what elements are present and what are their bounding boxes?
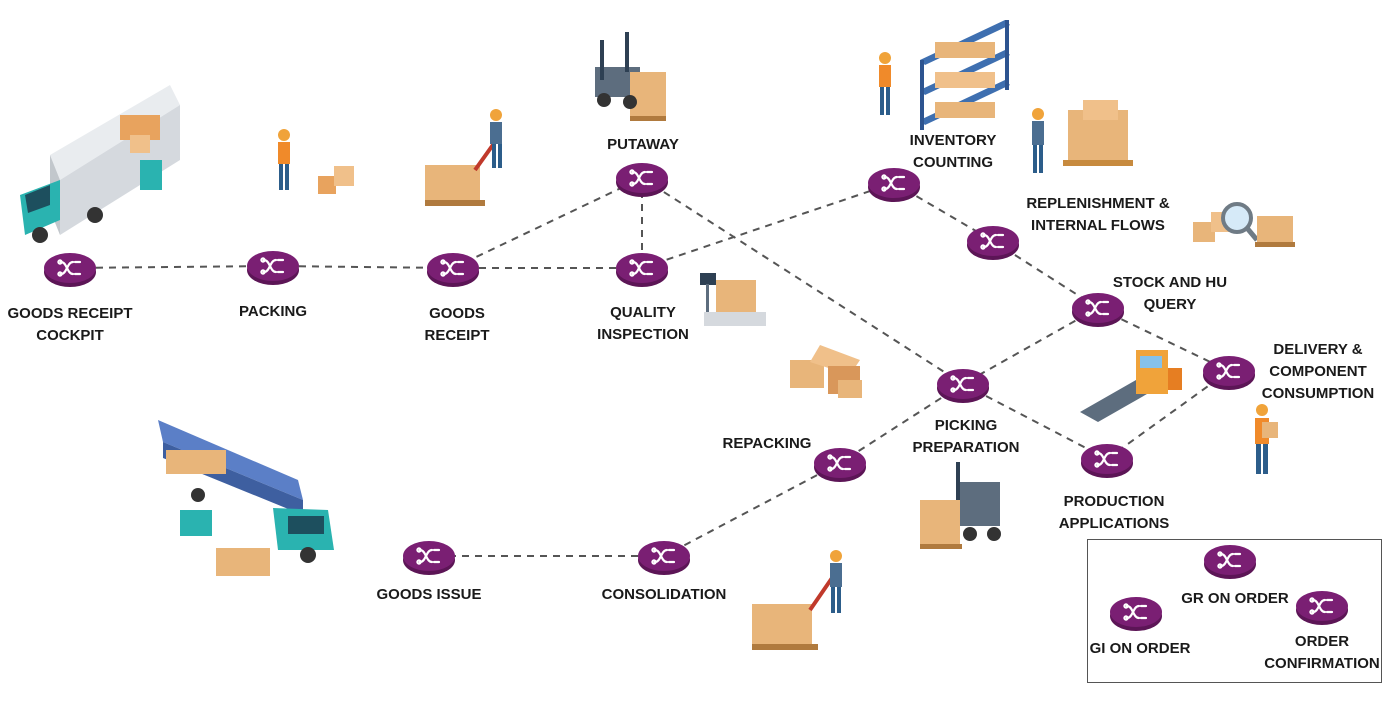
label-putaway: PUTAWAY — [607, 136, 679, 153]
node-goods-receipt-cockpit[interactable] — [42, 251, 98, 289]
forklift-illustration — [595, 32, 666, 121]
label-goods-issue: GOODS ISSUE — [376, 586, 482, 603]
node-picking-preparation[interactable] — [935, 367, 991, 405]
legend-label-gr-on-order: GR ON ORDER — [1181, 590, 1289, 607]
worker-carrying-box-illustration — [1255, 404, 1278, 474]
node-delivery[interactable] — [1201, 354, 1257, 392]
loading-truck-illustration — [158, 420, 334, 576]
label-consolidation: CONSOLIDATION — [601, 586, 727, 603]
replenishment-worker-illustration — [1032, 100, 1133, 173]
node-goods-issue[interactable] — [401, 539, 457, 577]
truck-unloading-illustration — [20, 85, 180, 243]
edge-goods-receipt-to-putaway — [452, 177, 643, 269]
forklift-picking-illustration — [920, 462, 1001, 549]
edge-quality-inspection-to-inventory-counting — [641, 182, 895, 269]
node-repacking[interactable] — [812, 446, 868, 484]
edge-picking-preparation-to-production-applications — [962, 383, 1108, 460]
worker-with-boxes-illustration — [278, 129, 354, 194]
edge-packing-to-goods-receipt — [272, 265, 454, 269]
edge-picking-preparation-to-repacking — [839, 383, 964, 464]
edge-repacking-to-consolidation — [663, 462, 841, 557]
conveyor-scanner-illustration — [1080, 350, 1182, 422]
node-goods-receipt[interactable] — [425, 251, 481, 289]
node-consolidation[interactable] — [636, 539, 692, 577]
legend-label-gi-on-order: GI ON ORDER — [1089, 640, 1191, 657]
node-replenishment[interactable] — [965, 224, 1021, 262]
label-repacking: REPACKING — [722, 435, 812, 452]
open-boxes-illustration — [790, 345, 862, 398]
weighing-scale-illustration — [700, 273, 766, 326]
node-packing[interactable] — [245, 249, 301, 287]
label-replenishment: REPLENISHMENT &INTERNAL FLOWS — [1026, 195, 1170, 234]
node-production-applications[interactable] — [1079, 442, 1135, 480]
node-quality-inspection[interactable] — [614, 251, 670, 289]
magnifier-boxes-illustration — [1193, 202, 1295, 247]
edge-stock-hu-query-to-delivery — [1097, 307, 1230, 372]
pallet-jack-consolidation-illustration — [752, 550, 842, 650]
pallet-jack-worker-illustration — [425, 109, 502, 206]
node-putaway[interactable] — [614, 161, 670, 199]
legend-box — [1087, 539, 1382, 683]
label-packing: PACKING — [238, 303, 308, 320]
inventory-shelf-worker-illustration — [879, 20, 1010, 130]
edge-putaway-to-picking-preparation — [641, 177, 964, 385]
edge-goods-receipt-cockpit-to-packing — [69, 265, 274, 269]
